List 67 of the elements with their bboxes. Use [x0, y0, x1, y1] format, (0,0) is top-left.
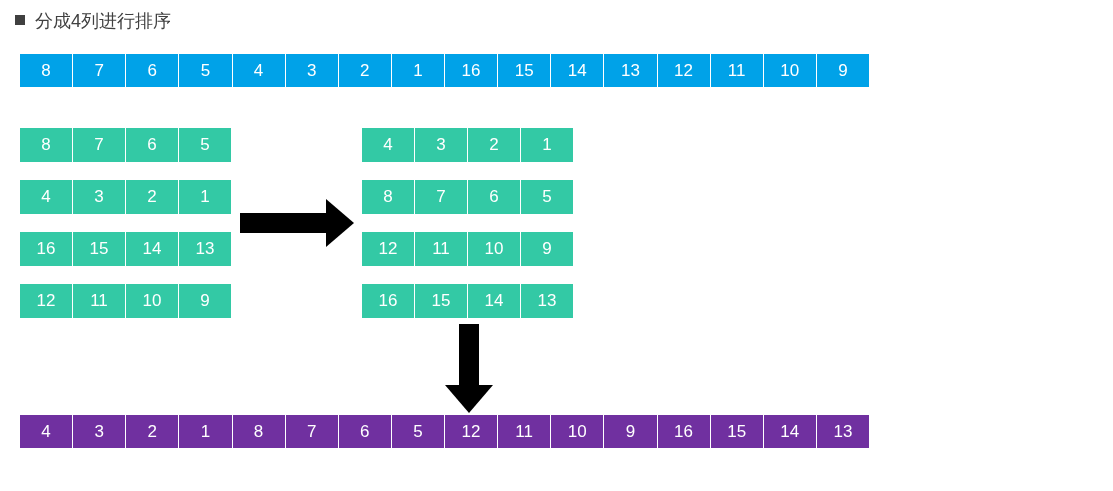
number-cell: 7	[415, 180, 468, 214]
number-cell: 7	[73, 128, 126, 162]
number-cell: 11	[498, 415, 552, 448]
number-cell: 3	[285, 54, 339, 87]
number-cell: 10	[551, 415, 605, 448]
number-cell: 15	[73, 232, 126, 266]
number-cell: 6	[468, 180, 521, 214]
number-cell: 3	[73, 415, 127, 448]
number-cell: 1	[179, 180, 232, 214]
number-cell: 12	[20, 284, 73, 318]
number-cell: 11	[710, 54, 764, 87]
number-cell: 10	[126, 284, 179, 318]
number-cell: 1	[521, 128, 574, 162]
arrow	[240, 199, 354, 247]
number-cell: 14	[126, 232, 179, 266]
number-cell: 9	[179, 284, 232, 318]
number-cell: 2	[338, 54, 392, 87]
number-cell: 6	[338, 415, 392, 448]
number-cell: 16	[362, 284, 415, 318]
number-cell: 14	[551, 54, 605, 87]
number-cell: 11	[415, 232, 468, 266]
number-cell: 4	[20, 180, 73, 214]
number-cell: 8	[232, 415, 286, 448]
number-cell: 12	[445, 415, 499, 448]
number-cell: 3	[73, 180, 126, 214]
number-cell: 9	[816, 54, 870, 87]
number-cell: 2	[126, 180, 179, 214]
number-cell: 7	[73, 54, 127, 87]
number-cell: 16	[445, 54, 499, 87]
number-cell: 1	[391, 54, 445, 87]
number-cell: 5	[391, 415, 445, 448]
number-cell: 4	[362, 128, 415, 162]
number-cell: 5	[179, 54, 233, 87]
number-cell: 12	[657, 54, 711, 87]
number-cell: 14	[468, 284, 521, 318]
number-cell: 15	[415, 284, 468, 318]
number-cell: 16	[657, 415, 711, 448]
number-cell: 4	[232, 54, 286, 87]
number-cell: 8	[20, 54, 74, 87]
number-cell: 12	[362, 232, 415, 266]
number-cell: 2	[126, 415, 180, 448]
number-cell: 3	[415, 128, 468, 162]
number-cell: 5	[179, 128, 232, 162]
number-cell: 6	[126, 128, 179, 162]
arrow	[445, 324, 493, 413]
number-cell: 9	[521, 232, 574, 266]
title: 分成4列进行排序	[35, 10, 171, 33]
number-cell: 4	[20, 415, 74, 448]
number-cell: 15	[710, 415, 764, 448]
number-cell: 16	[20, 232, 73, 266]
number-cell: 14	[763, 415, 817, 448]
number-cell: 15	[498, 54, 552, 87]
number-cell: 13	[816, 415, 870, 448]
number-cell: 8	[362, 180, 415, 214]
number-cell: 8	[20, 128, 73, 162]
number-cell: 13	[179, 232, 232, 266]
number-cell: 9	[604, 415, 658, 448]
number-cell: 13	[604, 54, 658, 87]
number-cell: 5	[521, 180, 574, 214]
number-cell: 6	[126, 54, 180, 87]
number-cell: 10	[468, 232, 521, 266]
number-cell: 11	[73, 284, 126, 318]
number-cell: 13	[521, 284, 574, 318]
number-cell: 7	[285, 415, 339, 448]
number-cell: 1	[179, 415, 233, 448]
number-cell: 10	[763, 54, 817, 87]
number-cell: 2	[468, 128, 521, 162]
